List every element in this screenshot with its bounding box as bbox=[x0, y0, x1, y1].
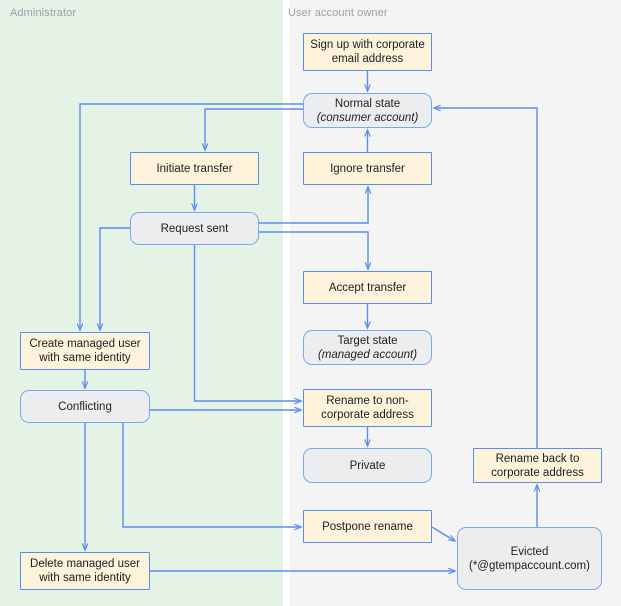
edge-request-sent-to-accept-transfer bbox=[259, 231, 368, 269]
edge-conflicting-to-postpone-rename bbox=[122, 423, 301, 527]
node-rename-to-non-corporate-line-1: Rename to non- bbox=[326, 395, 409, 407]
node-private[interactable]: Private bbox=[303, 448, 432, 483]
node-ignore-transfer-label: Ignore transfer bbox=[330, 162, 405, 175]
node-delete-managed-user-line-1: Delete managed user bbox=[30, 558, 140, 570]
node-rename-back-to-corporate-line-1: Rename back to bbox=[495, 452, 580, 465]
node-target-state-line-1: Target state bbox=[337, 334, 398, 347]
node-accept-transfer[interactable]: Accept transfer bbox=[303, 271, 432, 304]
edge-postpone-rename-to-evicted bbox=[431, 526, 455, 541]
edge-normal-state-to-create-managed-user bbox=[80, 103, 303, 330]
node-normal-state-line-2: (consumer account) bbox=[316, 111, 419, 124]
node-postpone-rename-label: Postpone rename bbox=[322, 520, 413, 533]
node-evicted-line-2: (*@gtempaccount.com) bbox=[469, 559, 590, 572]
lane-label-administrator: Administrator bbox=[10, 7, 77, 19]
node-rename-back-to-corporate-line-2: corporate address bbox=[491, 466, 584, 479]
node-evicted[interactable]: Evicted(*@gtempaccount.com) bbox=[457, 527, 602, 590]
node-normal-state-line-1: Normal state bbox=[334, 97, 401, 110]
node-ignore-transfer[interactable]: Ignore transfer bbox=[303, 152, 432, 185]
node-sign-up[interactable]: Sign up with corporate email address bbox=[303, 33, 432, 71]
node-target-state-line-2: (managed account) bbox=[317, 348, 418, 361]
lane-administrator bbox=[0, 0, 283, 606]
node-accept-transfer-label: Accept transfer bbox=[328, 281, 407, 294]
node-delete-managed-user[interactable]: Delete managed user with same identity bbox=[20, 552, 150, 590]
lane-label-user-account-owner: User account owner bbox=[288, 7, 388, 19]
node-target-state[interactable]: Target state(managed account) bbox=[303, 330, 432, 365]
node-conflicting-label: Conflicting bbox=[58, 400, 112, 413]
edge-request-sent-to-create-managed-user bbox=[100, 227, 130, 330]
node-initiate-transfer-label: Initiate transfer bbox=[156, 162, 233, 175]
node-create-managed-user-line-1: Create managed user bbox=[29, 338, 141, 350]
node-request-sent[interactable]: Request sent bbox=[130, 212, 259, 245]
node-request-sent-label: Request sent bbox=[160, 222, 229, 235]
node-sign-up-line-1: Sign up with corporate bbox=[310, 39, 425, 51]
node-create-managed-user[interactable]: Create managed user with same identity bbox=[20, 332, 150, 370]
node-postpone-rename[interactable]: Postpone rename bbox=[303, 510, 432, 543]
node-normal-state[interactable]: Normal state(consumer account) bbox=[303, 93, 432, 128]
node-rename-to-non-corporate-line-2: corporate address bbox=[321, 409, 414, 421]
node-sign-up-line-2: email address bbox=[331, 53, 404, 65]
edge-rename-back-to-corporate-to-normal-state bbox=[434, 108, 538, 448]
edge-request-sent-to-rename-to-non-corporate bbox=[193, 245, 302, 401]
node-create-managed-user-line-2: with same identity bbox=[39, 352, 131, 364]
node-conflicting[interactable]: Conflicting bbox=[20, 390, 150, 423]
node-delete-managed-user-line-2: with same identity bbox=[39, 572, 131, 584]
node-initiate-transfer[interactable]: Initiate transfer bbox=[130, 152, 259, 185]
node-rename-to-non-corporate[interactable]: Rename to non-corporate address bbox=[303, 389, 432, 427]
node-private-label: Private bbox=[349, 459, 386, 472]
edge-request-sent-to-ignore-transfer bbox=[259, 187, 368, 224]
edge-normal-state-to-initiate-transfer bbox=[205, 108, 303, 150]
node-evicted-line-1: Evicted bbox=[510, 545, 549, 558]
